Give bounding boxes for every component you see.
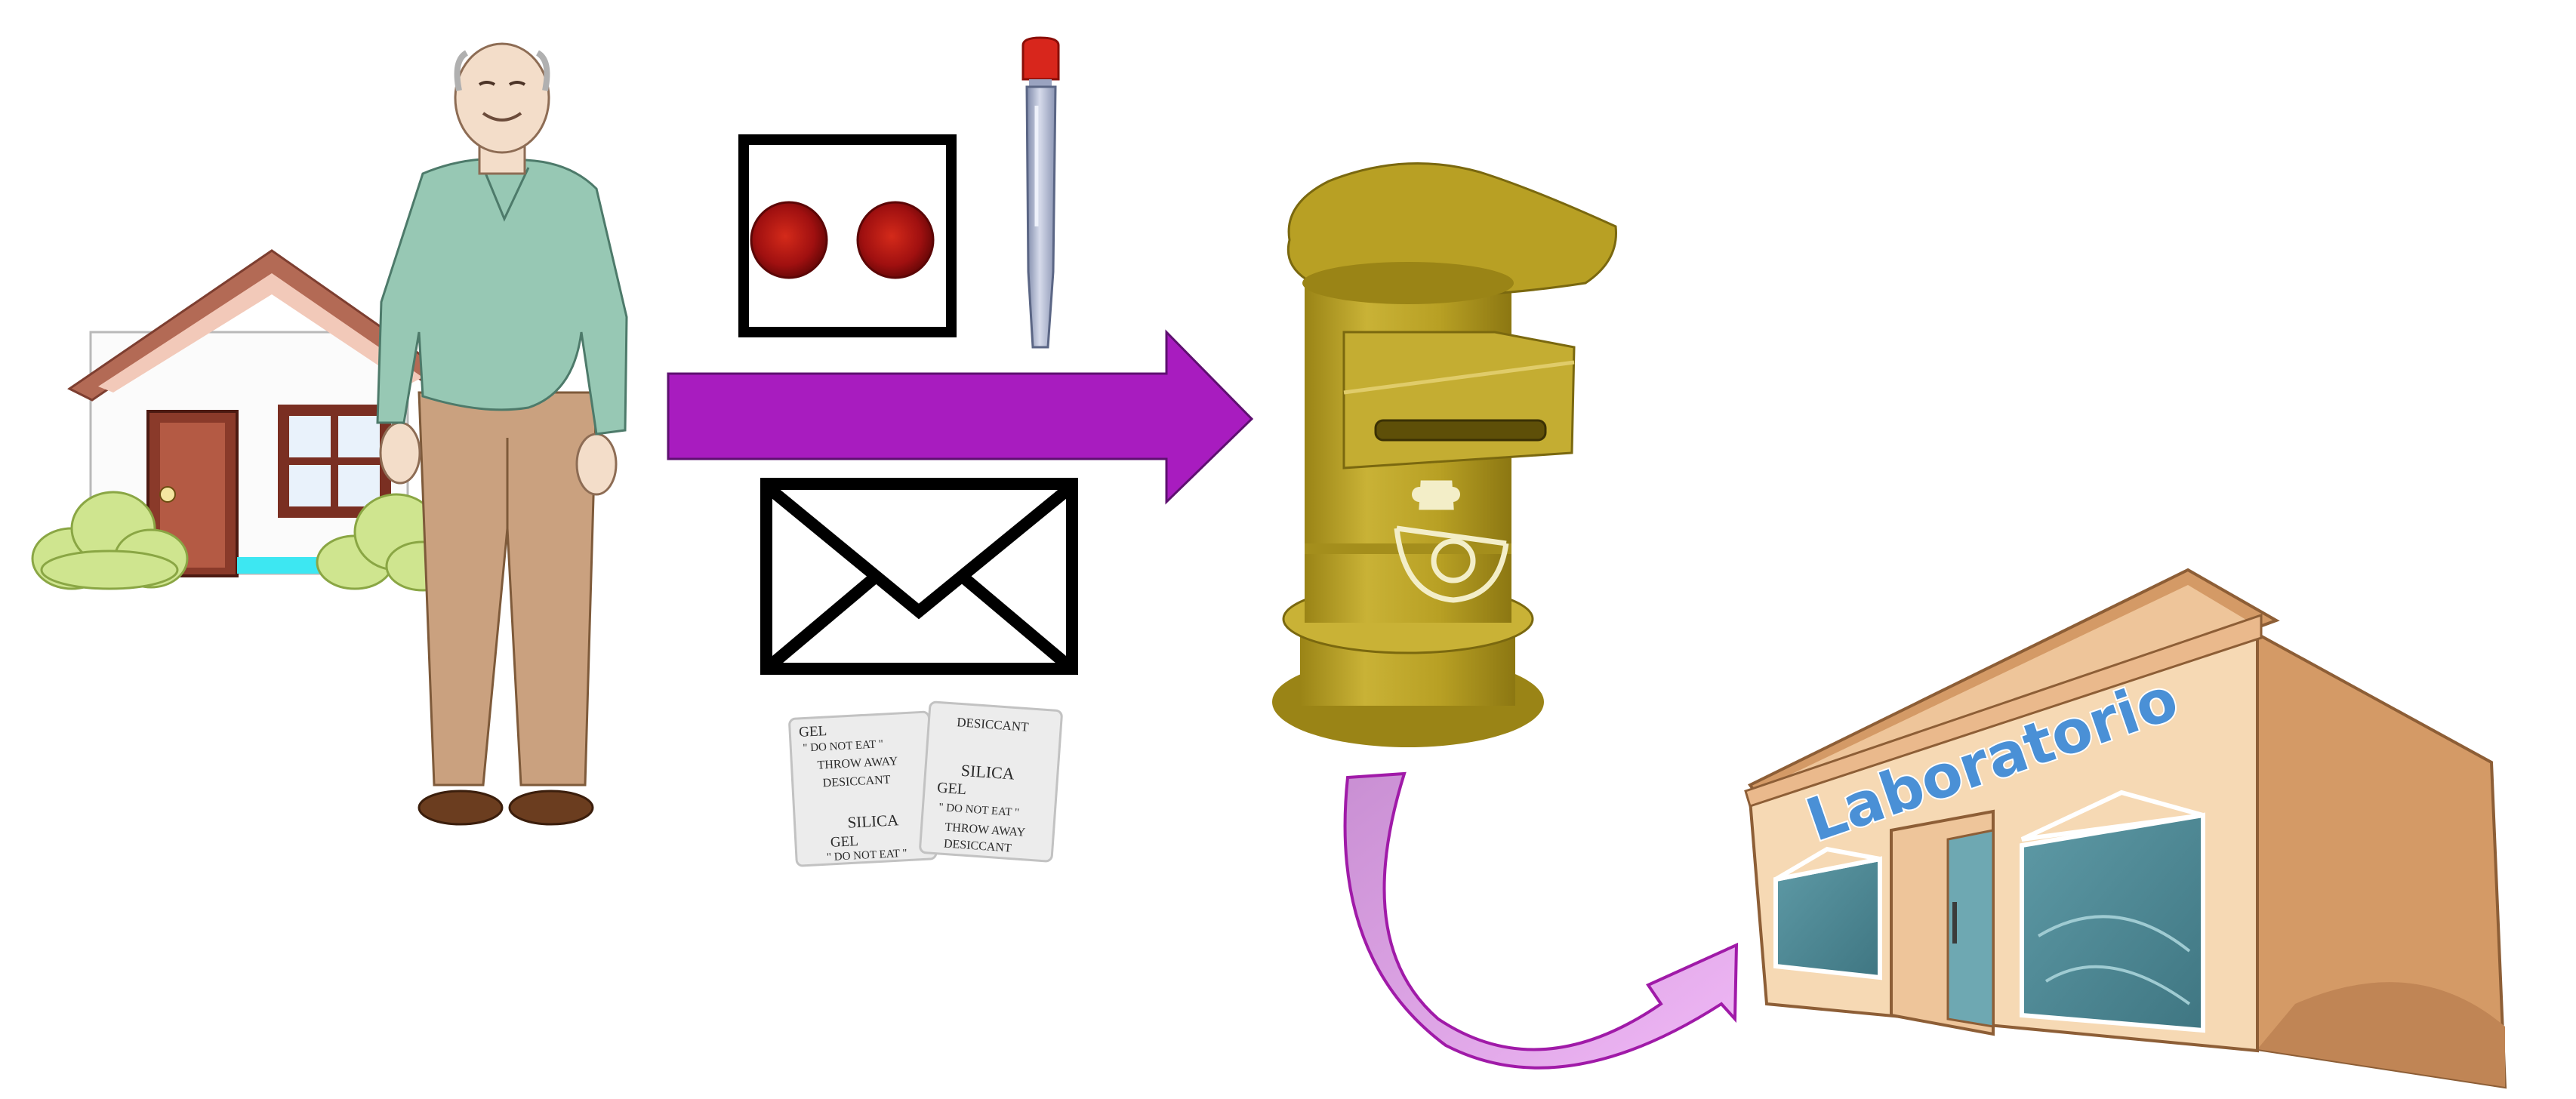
- laboratory-building-icon: Laboratorio: [1744, 568, 2507, 1089]
- packet-line: " DO NOT EAT ": [803, 738, 883, 755]
- blood-spot: [750, 201, 828, 279]
- packet-line: SILICA: [960, 761, 1015, 783]
- packet-line: GEL: [830, 833, 858, 851]
- envelope-icon: [760, 478, 1078, 675]
- packet-line: GEL: [799, 723, 827, 740]
- packet-line: DESICCANT: [943, 837, 1012, 854]
- correos-logo-icon: [1394, 480, 1509, 603]
- packet-line: SILICA: [847, 811, 900, 832]
- packet-line: DESICCANT: [822, 774, 891, 790]
- desiccant-packets-icon: GEL " DO NOT EAT " THROW AWAY DESICCANT …: [788, 700, 1063, 867]
- blood-spot: [856, 201, 935, 279]
- packet-line: THROW AWAY: [817, 755, 898, 772]
- elderly-man-icon: [376, 42, 628, 826]
- packet-line: " DO NOT EAT ": [827, 848, 907, 864]
- postal-box-icon: [1272, 162, 1617, 747]
- blood-spots-card-icon: [738, 134, 957, 337]
- lancet-icon: [1021, 36, 1060, 349]
- packet-line: " DO NOT EAT ": [938, 802, 1020, 819]
- curved-flow-arrow: [1343, 771, 1739, 1070]
- packet-line: GEL: [936, 780, 966, 799]
- house-icon: [31, 249, 461, 592]
- main-flow-arrow: [667, 329, 1254, 505]
